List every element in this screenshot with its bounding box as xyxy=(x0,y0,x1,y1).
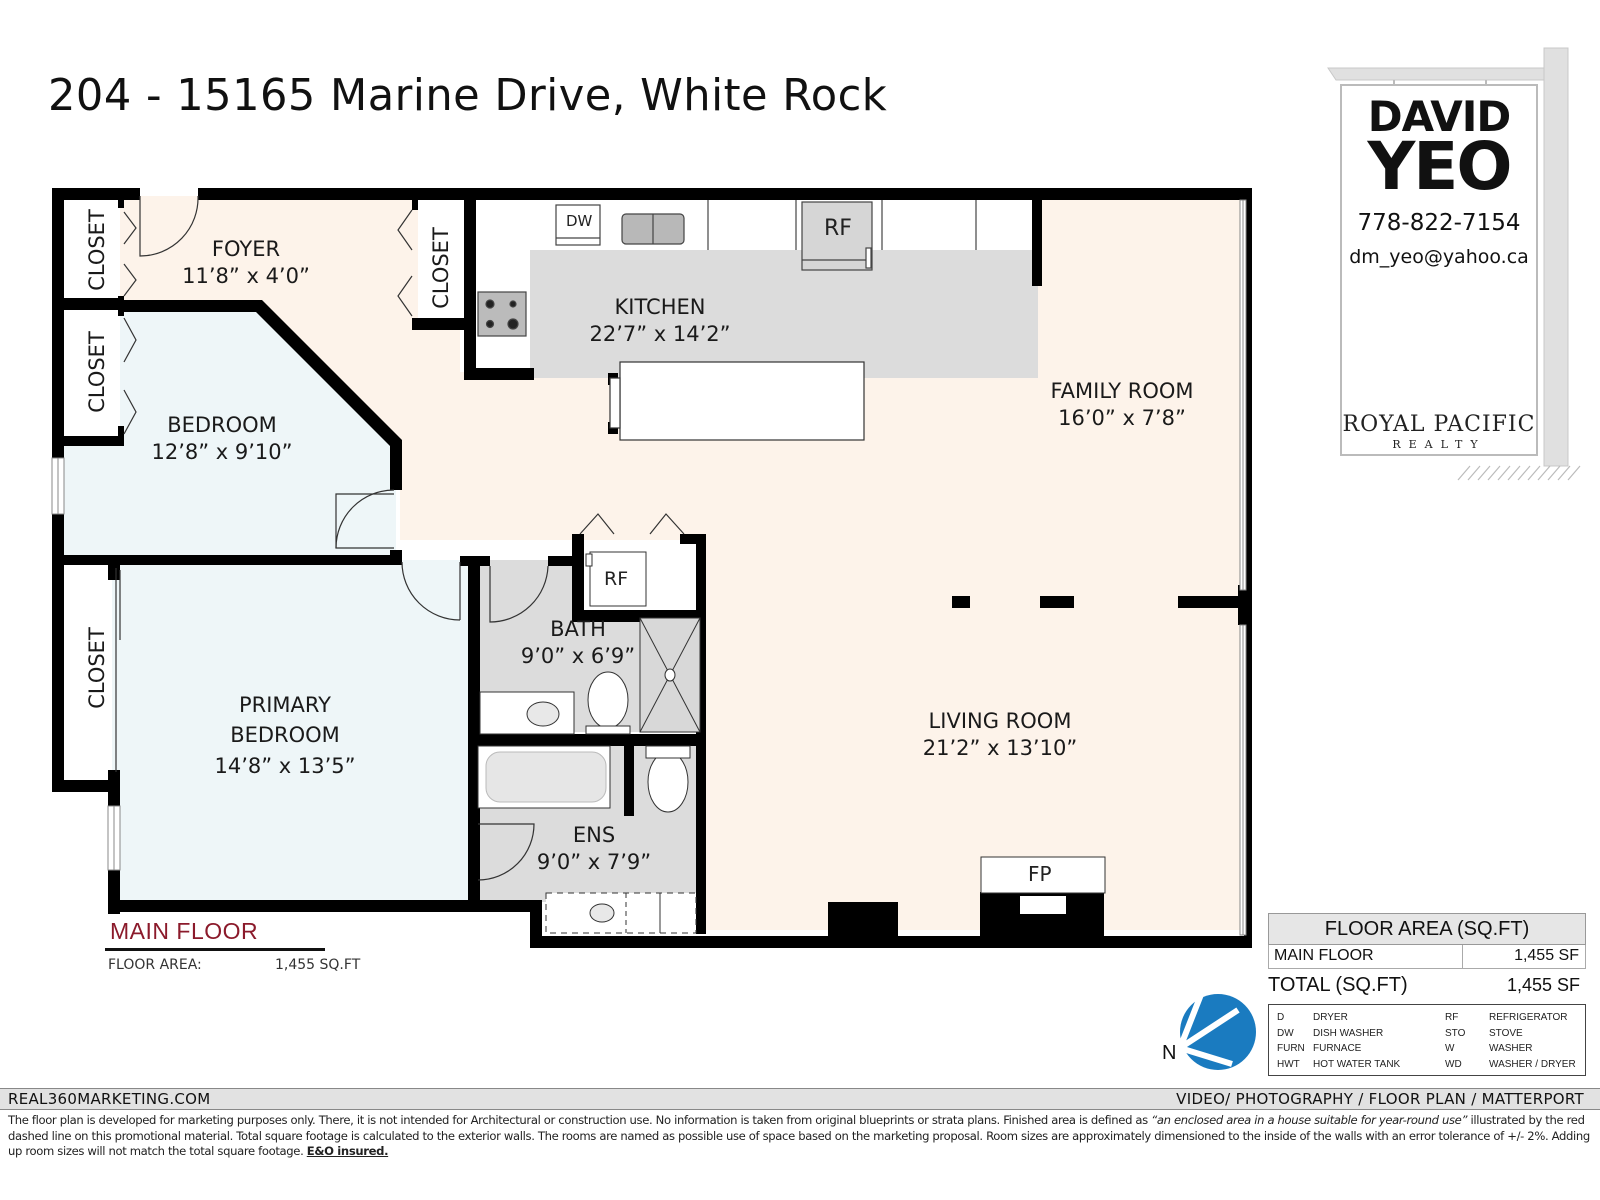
room-name: PRIMARY xyxy=(238,693,331,717)
legend-value: STOVE xyxy=(1489,1027,1523,1039)
table-row: MAIN FLOOR 1,455 SF xyxy=(1268,945,1586,969)
kitchen-fridge-label: RF xyxy=(824,216,852,241)
legend-value: WASHER xyxy=(1489,1043,1533,1054)
footer-bar: REAL360MARKETING.COM VIDEO/ PHOTOGRAPHY … xyxy=(0,1088,1600,1110)
legend-key: STO xyxy=(1445,1027,1466,1039)
doors xyxy=(115,195,685,881)
room-name: LIVING ROOM xyxy=(928,709,1072,733)
fireplace xyxy=(980,856,1106,914)
room-bath: BATH 9’0” x 6’9” xyxy=(521,616,635,671)
room-name: ENS xyxy=(572,823,616,847)
legend-value: REFRIGERATOR xyxy=(1489,1012,1568,1023)
room-dimensions: 9’0” x 6’9” xyxy=(520,644,636,669)
total-row: TOTAL (SQ.FT) 1,455 SF xyxy=(1268,969,1586,1001)
fireplace-label: FP xyxy=(1028,862,1052,886)
legend-key: FURN xyxy=(1277,1043,1305,1054)
hall-fridge-label: RF xyxy=(604,568,629,590)
room-primary-bedroom: PRIMARY BEDROOM 14’8” x 13’5” xyxy=(214,690,355,781)
room-name-line2: BEDROOM xyxy=(230,723,340,748)
floor-area-table-header: FLOOR AREA (SQ.FT) xyxy=(1268,913,1586,945)
agent-phone: 778-822-7154 xyxy=(1357,210,1521,236)
closet-label-foyer-right: CLOSET xyxy=(428,227,453,309)
legend-key: HWT xyxy=(1277,1058,1300,1070)
legend-row: FURN FURNACE W WASHER xyxy=(1277,1041,1577,1057)
room-dimensions: 11’8” x 4’0” xyxy=(182,264,310,289)
north-arrow-compass-icon xyxy=(1173,990,1256,1070)
sign-post xyxy=(1327,47,1581,481)
legend-key: D xyxy=(1277,1012,1285,1023)
row-value: 1,455 SF xyxy=(1514,947,1579,964)
agent-first-name: DAVID xyxy=(1367,92,1512,141)
abbreviation-legend: D DRYER RF REFRIGERATOR DW DISH WASHER S… xyxy=(1268,1004,1586,1076)
disclaimer-text: The floor plan is developed for marketin… xyxy=(8,1113,1593,1160)
room-name: FOYER xyxy=(211,237,281,261)
agent-last-name: YEO xyxy=(1367,128,1513,205)
room-family-room: FAMILY ROOM 16’0” x 7’8” xyxy=(1050,378,1193,433)
room-dimensions: 14’8” x 13’5” xyxy=(214,753,356,778)
room-ensuite: ENS 9’0” x 7’9” xyxy=(537,822,651,877)
total-value: 1,455 SF xyxy=(1506,975,1580,995)
windows xyxy=(51,199,1247,936)
legend-value: FURNACE xyxy=(1313,1043,1362,1054)
floor-area-table: FLOOR AREA (SQ.FT) MAIN FLOOR 1,455 SF T… xyxy=(1268,913,1586,1001)
room-kitchen: KITCHEN 22’7” x 14’2” xyxy=(589,294,730,349)
brokerage-name: ROYAL PACIFIC xyxy=(1342,412,1536,437)
property-address-title: 204 - 15165 Marine Drive, White Rock xyxy=(48,70,888,121)
room-name: FAMILY ROOM xyxy=(1050,379,1194,403)
dishwasher-label: DW xyxy=(566,212,593,230)
room-name: BEDROOM xyxy=(167,413,277,437)
disclaimer-part2: illustrated by the red dashed line on th… xyxy=(8,1113,1590,1158)
legend-value: DISH WASHER xyxy=(1313,1027,1384,1039)
room-foyer: FOYER 11’8” x 4’0” xyxy=(182,236,310,291)
legend-key: WD xyxy=(1445,1058,1462,1070)
eo-insured: E&O insured. xyxy=(306,1144,389,1158)
footer-website: REAL360MARKETING.COM xyxy=(8,1090,211,1108)
closet-label-foyer-left: CLOSET xyxy=(84,209,109,291)
room-dimensions: 9’0” x 7’9” xyxy=(536,850,652,875)
room-dimensions: 16’0” x 7’8” xyxy=(1058,406,1186,431)
legend-row: DW DISH WASHER STO STOVE xyxy=(1277,1026,1577,1042)
legend-key: W xyxy=(1445,1043,1455,1054)
closet-label-bedroom: CLOSET xyxy=(84,331,109,413)
legend-row: D DRYER RF REFRIGERATOR xyxy=(1277,1010,1577,1026)
room-name: BATH xyxy=(550,617,606,641)
room-bedroom: BEDROOM 12’8” x 9’10” xyxy=(151,412,292,467)
footer-services: VIDEO/ PHOTOGRAPHY / FLOOR PLAN / MATTER… xyxy=(1176,1090,1584,1108)
legend-value: DRYER xyxy=(1313,1012,1348,1023)
disclaimer-quote: “an enclosed area in a house suitable fo… xyxy=(1151,1113,1468,1127)
brokerage-subtitle: REALTY xyxy=(1392,438,1486,451)
room-dimensions: 21’2” x 13’10” xyxy=(922,736,1078,761)
kitchen-fixtures xyxy=(477,200,977,441)
row-label: MAIN FLOOR xyxy=(1269,945,1463,968)
legend-key: RF xyxy=(1445,1012,1459,1023)
floor-area-value: 1,455 SQ.FT xyxy=(275,957,361,973)
closet-label-primary: CLOSET xyxy=(84,627,109,709)
bath-fixtures xyxy=(477,551,701,934)
room-living-room: LIVING ROOM 21’2” x 13’10” xyxy=(923,708,1077,763)
legend-key: DW xyxy=(1277,1027,1294,1039)
floor-title: MAIN FLOOR xyxy=(110,918,259,944)
legend-value: HOT WATER TANK xyxy=(1313,1058,1401,1070)
floor-area-label: FLOOR AREA: xyxy=(108,957,202,973)
room-dimensions: 22’7” x 14’2” xyxy=(589,322,731,347)
floor-title-underline xyxy=(105,948,325,951)
room-name: KITCHEN xyxy=(614,295,706,319)
compass-north-label: N xyxy=(1162,1042,1177,1064)
agent-sign: DAVID YEO 778-822-7154 dm_yeo@yahoo.ca R… xyxy=(1340,84,1538,456)
disclaimer-part1: The floor plan is developed for marketin… xyxy=(8,1113,1152,1127)
total-label: TOTAL (SQ.FT) xyxy=(1268,974,1408,996)
legend-row: HWT HOT WATER TANK WD WASHER / DRYER xyxy=(1277,1057,1577,1073)
legend-value: WASHER / DRYER xyxy=(1489,1058,1576,1070)
agent-email: dm_yeo@yahoo.ca xyxy=(1349,246,1529,268)
walls xyxy=(52,188,1252,948)
room-dimensions: 12’8” x 9’10” xyxy=(151,440,293,465)
